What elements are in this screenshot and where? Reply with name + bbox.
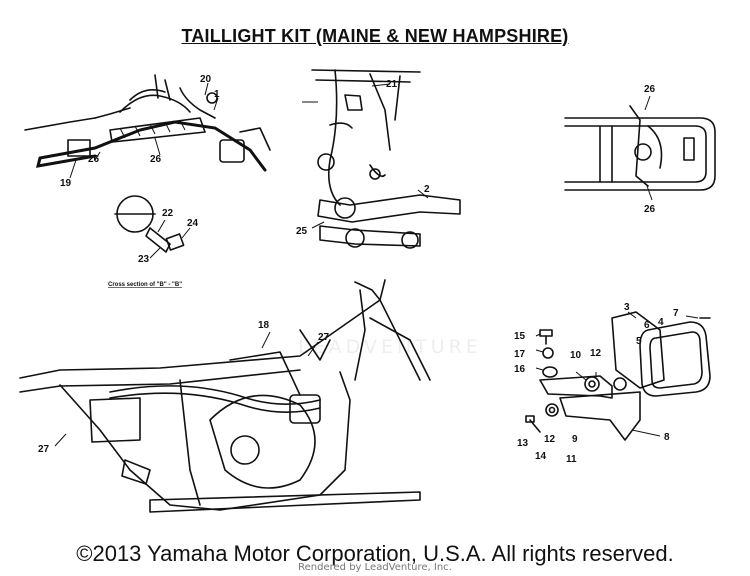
callout-27: 27 xyxy=(38,444,50,455)
cross-section-caption: Cross section of "B" - "B" xyxy=(108,282,182,288)
callout-2: 2 xyxy=(424,184,430,195)
callout-1: 1 xyxy=(214,89,220,100)
callout-24: 24 xyxy=(187,218,199,229)
callout-27: 27 xyxy=(318,332,330,343)
callout-10: 10 xyxy=(570,350,582,361)
callout-25: 25 xyxy=(296,226,308,237)
render-credit: Rendered by LeadVenture, Inc. xyxy=(298,562,452,573)
callout-26: 26 xyxy=(644,84,656,95)
callout-18: 18 xyxy=(258,320,270,331)
callout-9: 9 xyxy=(572,434,578,445)
copyright-notice: ©2013 Yamaha Motor Corporation, U.S.A. A… xyxy=(76,541,674,566)
cross-section-view xyxy=(114,195,191,259)
callout-12: 12 xyxy=(590,348,602,359)
callout-12: 12 xyxy=(544,434,556,445)
frame-assembly xyxy=(19,279,431,513)
callout-14: 14 xyxy=(535,451,547,462)
callout-13: 13 xyxy=(517,438,529,449)
callout-17: 17 xyxy=(514,349,526,360)
callout-26: 26 xyxy=(88,154,100,165)
callout-3: 3 xyxy=(624,302,630,313)
swingarm-view xyxy=(302,69,461,249)
callout-23: 23 xyxy=(138,254,150,265)
watermark-text: LEADVENTURE xyxy=(298,336,482,358)
callout-11: 11 xyxy=(566,454,577,465)
callout-6: 6 xyxy=(644,320,650,331)
callout-4: 4 xyxy=(658,317,664,328)
callout-26: 26 xyxy=(644,204,656,215)
callout-22: 22 xyxy=(162,208,174,219)
callout-20: 20 xyxy=(200,74,212,85)
callout-7: 7 xyxy=(673,308,679,319)
diagram-title: TAILLIGHT KIT (MAINE & NEW HAMPSHIRE) xyxy=(181,26,569,46)
callout-15: 15 xyxy=(514,331,526,342)
callout-8: 8 xyxy=(664,432,670,443)
callout-26: 26 xyxy=(150,154,162,165)
taillight-exploded-view xyxy=(525,311,711,441)
callout-16: 16 xyxy=(514,364,526,375)
callout-5: 5 xyxy=(636,336,642,347)
rear-fender-view xyxy=(564,95,716,201)
callout-21: 21 xyxy=(386,79,398,90)
callout-19: 19 xyxy=(60,178,72,189)
handlebar-assembly xyxy=(24,74,271,179)
